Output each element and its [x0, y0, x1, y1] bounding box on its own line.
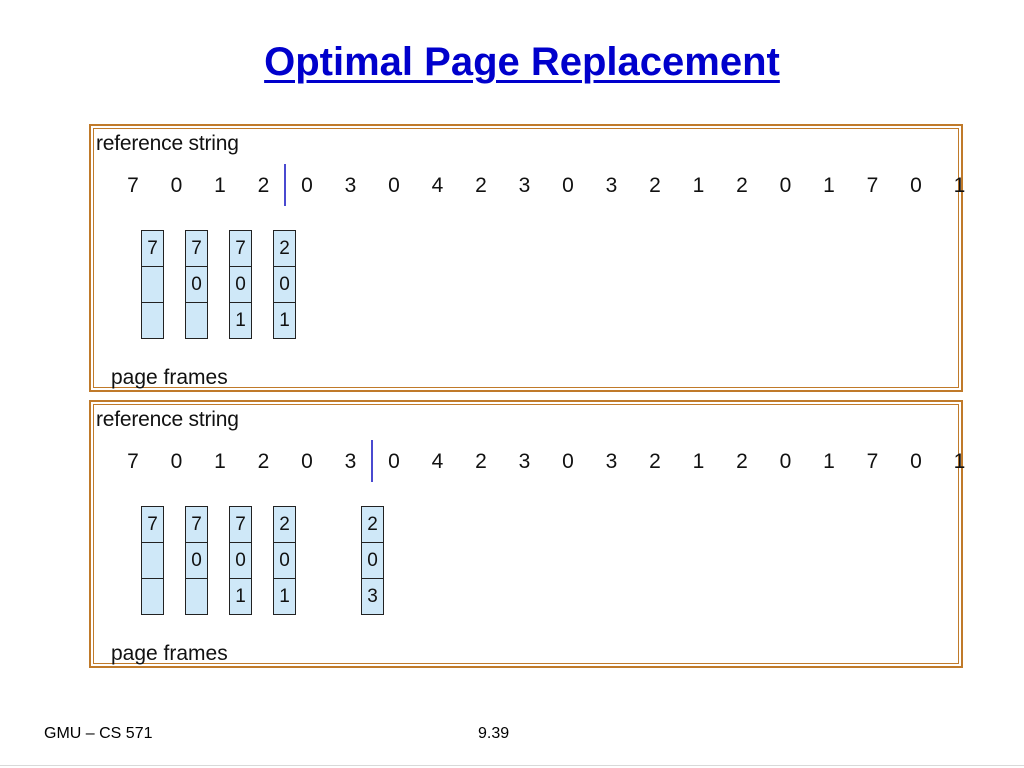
reference-number: 0 — [388, 450, 400, 473]
reference-number: 3 — [518, 450, 531, 473]
reference-number: 1 — [692, 174, 705, 197]
reference-number: 3 — [344, 174, 357, 197]
page-frame-cell: 0 — [185, 266, 208, 303]
page-frame-cell: 1 — [273, 578, 296, 615]
reference-number: 1 — [953, 450, 966, 473]
reference-number: 1 — [214, 174, 226, 197]
page-frame-cell — [141, 266, 164, 303]
reference-number: 0 — [779, 174, 792, 197]
reference-number: 7 — [127, 450, 139, 473]
page-frame-cell: 1 — [229, 578, 252, 615]
reference-number: 0 — [170, 174, 183, 197]
reference-number: 2 — [475, 174, 487, 197]
page-frame-cell: 0 — [273, 266, 296, 303]
reference-number: 4 — [431, 174, 444, 197]
footer-course: GMU – CS 571 — [44, 725, 153, 742]
page-frame-cell: 0 — [273, 542, 296, 579]
page-frame-cell — [141, 542, 164, 579]
reference-number: 0 — [301, 174, 313, 197]
reference-string-label: reference string — [96, 132, 239, 155]
reference-number: 3 — [605, 450, 618, 473]
footer-slide-number: 9.39 — [478, 725, 510, 742]
reference-number: 0 — [562, 174, 574, 197]
reference-number: 2 — [649, 174, 661, 197]
page-frame-column: 7 — [141, 506, 164, 615]
reference-number: 2 — [475, 450, 487, 473]
page-frames-label: page frames — [111, 366, 228, 389]
reference-number: 0 — [779, 450, 792, 473]
reference-number: 2 — [736, 450, 748, 473]
page-frame-cell: 7 — [185, 230, 208, 267]
page-frame-cell: 1 — [229, 302, 252, 339]
footer-divider — [0, 765, 1024, 766]
reference-number: 1 — [823, 450, 835, 473]
reference-number: 1 — [823, 174, 835, 197]
page-frame-cell: 3 — [361, 578, 384, 615]
page-frame-cell: 0 — [229, 266, 252, 303]
reference-number: 2 — [649, 450, 661, 473]
page-frame-cell: 7 — [141, 230, 164, 267]
panel-inner-border — [93, 404, 959, 664]
reference-number: 2 — [257, 174, 270, 197]
page-frame-cell: 7 — [229, 506, 252, 543]
page-frame-cell — [185, 302, 208, 339]
page-frame-cell: 0 — [229, 542, 252, 579]
reference-number: 4 — [431, 450, 444, 473]
page-frame-cell — [141, 578, 164, 615]
page-frame-cell: 7 — [141, 506, 164, 543]
reference-number: 0 — [910, 450, 922, 473]
reference-number: 7 — [866, 174, 879, 197]
reference-number: 1 — [214, 450, 226, 473]
reference-number: 0 — [910, 174, 922, 197]
panel-inner-border — [93, 128, 959, 388]
reference-number: 7 — [127, 174, 139, 197]
reference-number: 0 — [388, 174, 400, 197]
page-frames-label: page frames — [111, 642, 228, 665]
reference-string-label: reference string — [96, 408, 239, 431]
reference-number: 2 — [736, 174, 748, 197]
reference-number: 1 — [692, 450, 705, 473]
reference-number: 3 — [518, 174, 531, 197]
page-frame-cell: 2 — [273, 230, 296, 267]
page-frame-cell — [141, 302, 164, 339]
page-frame-cell: 7 — [229, 230, 252, 267]
page-frame-cell: 2 — [273, 506, 296, 543]
page-frame-cell: 1 — [273, 302, 296, 339]
page-frame-cell — [185, 578, 208, 615]
page-frame-cell: 2 — [361, 506, 384, 543]
reference-number: 3 — [605, 174, 618, 197]
page-frame-cell: 0 — [185, 542, 208, 579]
reference-number: 2 — [257, 450, 270, 473]
page-frame-column: 7 — [141, 230, 164, 339]
current-position-marker — [371, 440, 374, 482]
reference-number: 0 — [301, 450, 313, 473]
reference-number: 0 — [562, 450, 574, 473]
reference-number: 3 — [344, 450, 357, 473]
current-position-marker — [284, 164, 287, 206]
reference-number: 1 — [953, 174, 966, 197]
page-frame-cell: 7 — [185, 506, 208, 543]
reference-number: 7 — [866, 450, 879, 473]
page-frame-cell: 0 — [361, 542, 384, 579]
slide-title: Optimal Page Replacement — [264, 40, 780, 84]
reference-number: 0 — [170, 450, 183, 473]
